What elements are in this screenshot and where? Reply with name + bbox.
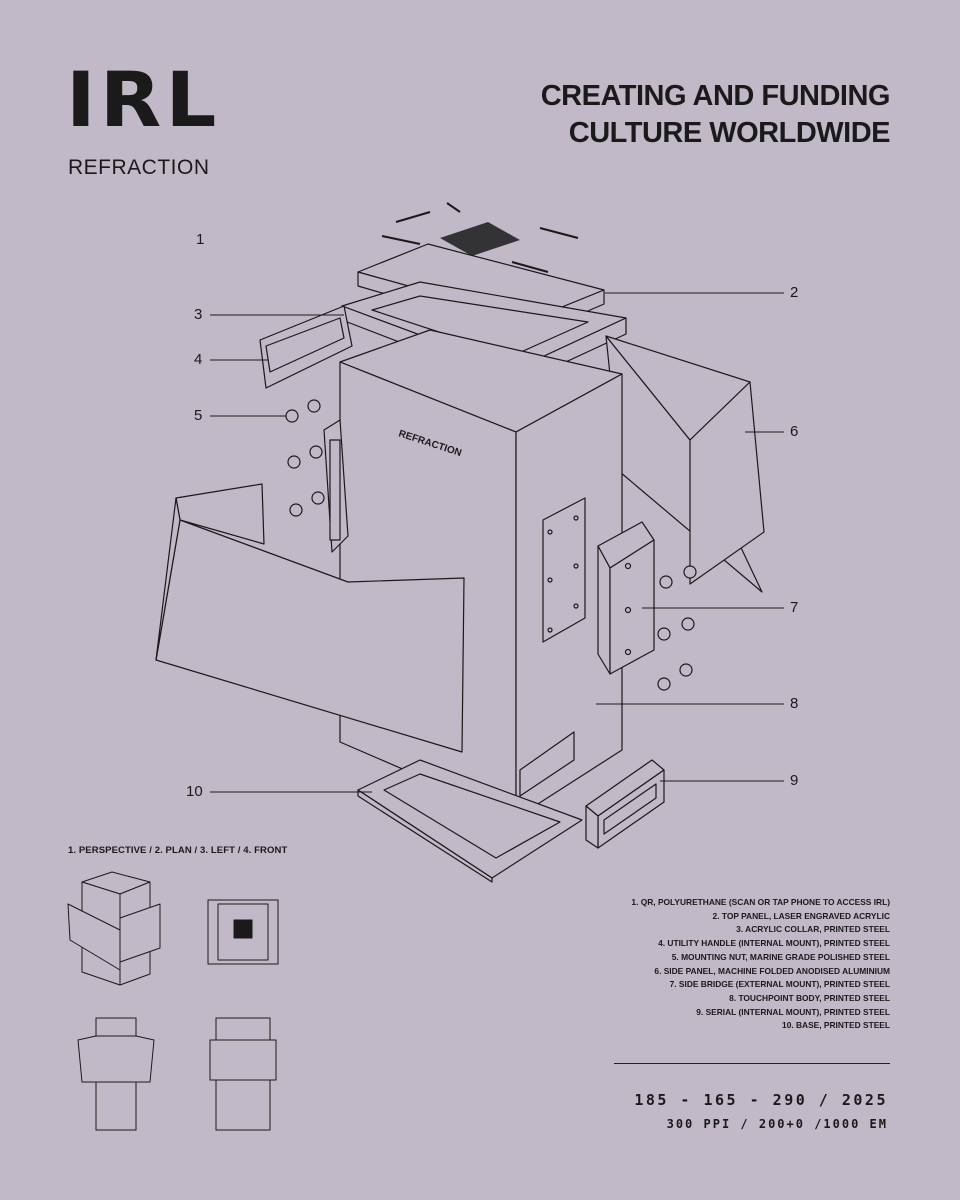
legend-item: 3. ACRYLIC COLLAR, PRINTED STEEL (736, 924, 890, 935)
legend-item: 10. BASE, PRINTED STEEL (782, 1020, 890, 1031)
legend-item: 5. MOUNTING NUT, MARINE GRADE POLISHED S… (671, 951, 890, 962)
headline: CREATING AND FUNDING CULTURE WORLDWIDE (540, 78, 891, 152)
callout-2: 2 (790, 284, 799, 301)
leader-lines (210, 292, 784, 793)
callout-6: 6 (790, 423, 799, 440)
legend-item: 9. SERIAL (INTERNAL MOUNT), PRINTED STEE… (696, 1006, 890, 1017)
legend-item: 1. QR, POLYURETHANE (SCAN OR TAP PHONE T… (631, 897, 890, 907)
view-perspective (67, 871, 161, 986)
callout-3: 3 (194, 306, 203, 323)
callout-7: 7 (790, 599, 799, 616)
divider (614, 1063, 890, 1064)
base (357, 759, 583, 883)
internal-bracket (323, 419, 349, 553)
callout-4: 4 (194, 351, 203, 368)
legend-item: 4. UTILITY HANDLE (INTERNAL MOUNT), PRIN… (658, 938, 890, 949)
side-bridge (597, 521, 655, 675)
legend-item: 7. SIDE BRIDGE (EXTERNAL MOUNT), PRINTED… (669, 979, 890, 990)
qr-engraving (381, 202, 579, 273)
utility-handle (259, 305, 353, 389)
refraction-wordmark: REFRACTION (68, 156, 210, 179)
irl-logo: IRL (66, 55, 221, 144)
callout-5: 5 (194, 407, 203, 424)
callout-9: 9 (790, 772, 799, 789)
callout-1: 1 (196, 231, 205, 248)
legend-item: 8. TOUCHPOINT BODY, PRINTED STEEL (729, 992, 890, 1003)
side-panel-left (155, 483, 465, 753)
headline-line-1: CREATING AND FUNDING (540, 80, 891, 112)
touchpoint-body (339, 329, 623, 819)
legend-item: 2. TOP PANEL, LASER ENGRAVED ACRYLIC (712, 910, 890, 921)
views-caption: 1. PERSPECTIVE / 2. PLAN / 3. LEFT / 4. … (68, 845, 288, 856)
headline-line-2: CULTURE WORLDWIDE (568, 117, 891, 149)
spec-print: 300 PPI / 200+0 /1000 EM (666, 1117, 888, 1131)
callout-10: 10 (186, 783, 203, 800)
callout-8: 8 (790, 695, 799, 712)
view-left (77, 1017, 155, 1131)
view-plan (207, 899, 279, 965)
legend-item: 6. SIDE PANEL, MACHINE FOLDED ANODISED A… (654, 965, 890, 976)
spec-dimensions: 185 - 165 - 290 / 2025 (634, 1091, 888, 1109)
mounting-nuts (285, 399, 697, 691)
view-front (209, 1017, 277, 1131)
serial-plate (585, 759, 665, 849)
component-legend: 1. QR, POLYURETHANE (SCAN OR TAP PHONE T… (631, 896, 890, 1033)
